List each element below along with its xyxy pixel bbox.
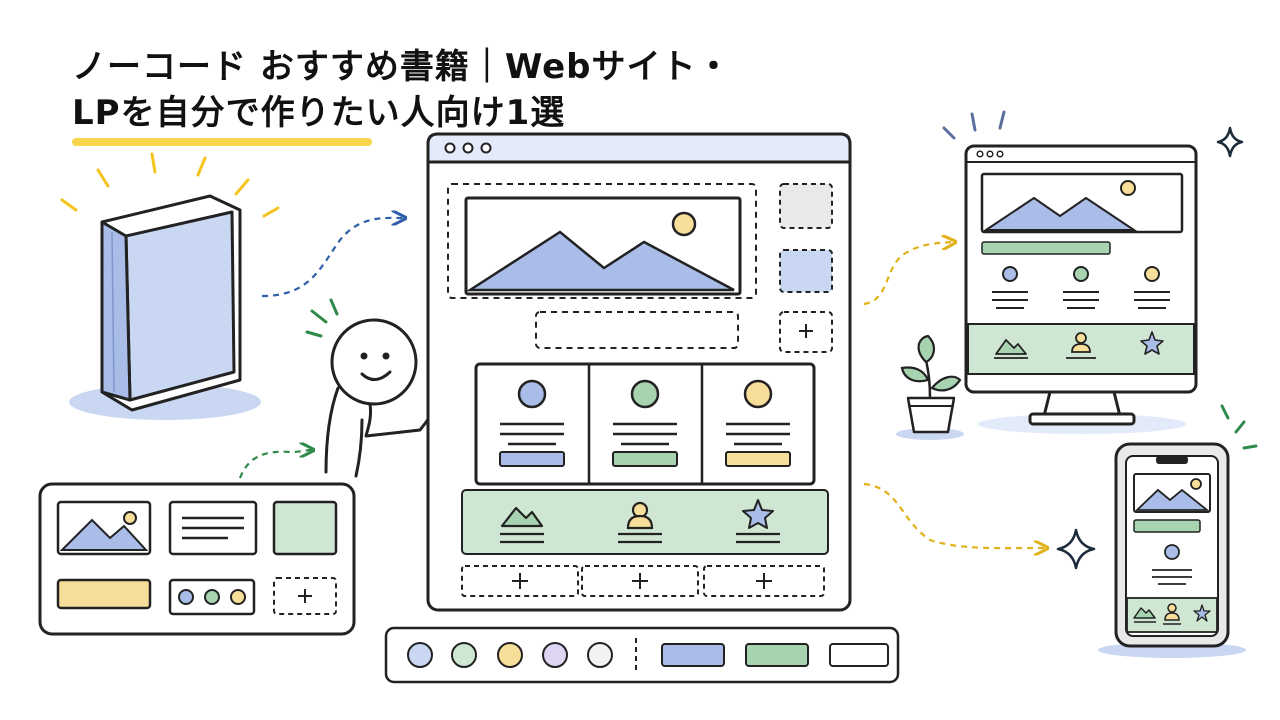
add-section-slot-1[interactable] bbox=[461, 565, 579, 597]
color-swatch-green[interactable] bbox=[451, 642, 477, 668]
side-slot-blue[interactable] bbox=[779, 249, 833, 293]
color-swatch-gray[interactable] bbox=[587, 642, 613, 668]
page-title: ノーコード おすすめ書籍｜Webサイト・ LPを自分で作りたい人向け1選 bbox=[72, 44, 832, 136]
palette-button-block[interactable] bbox=[56, 578, 152, 610]
page-editor-window bbox=[426, 132, 852, 612]
sparkle-icon bbox=[1056, 528, 1096, 570]
text-dropzone[interactable] bbox=[535, 311, 739, 349]
color-swatch-lavender[interactable] bbox=[542, 642, 568, 668]
book-spine bbox=[100, 220, 132, 402]
book-cover bbox=[124, 210, 236, 402]
palette-image-block[interactable] bbox=[56, 500, 152, 556]
book-icon bbox=[60, 152, 280, 420]
component-palette bbox=[38, 482, 356, 636]
potted-plant-icon bbox=[896, 334, 964, 440]
person-head bbox=[330, 318, 418, 406]
phone-glow-rays bbox=[1220, 404, 1258, 450]
button-style-outline[interactable] bbox=[829, 643, 889, 667]
style-toolbar bbox=[384, 626, 900, 684]
add-section-slot-3[interactable] bbox=[703, 565, 825, 597]
book-glow-rays bbox=[60, 152, 280, 218]
color-swatch-yellow[interactable] bbox=[497, 642, 523, 668]
feature-card-3[interactable] bbox=[725, 379, 791, 467]
arrow-book-to-editor bbox=[261, 218, 404, 298]
palette-dots-block[interactable] bbox=[168, 578, 256, 616]
button-style-blue[interactable] bbox=[661, 643, 725, 667]
page-title-line-1: ノーコード おすすめ書籍｜Webサイト・ bbox=[72, 47, 732, 87]
page-title-line-2: LPを自分で作りたい人向け1選 bbox=[72, 93, 566, 133]
add-section-slot-2[interactable] bbox=[581, 565, 699, 597]
mountain-image-icon bbox=[500, 506, 544, 544]
arrow-palette-to-person bbox=[238, 450, 312, 479]
feature-card-2[interactable] bbox=[612, 379, 678, 467]
smartphone-icon bbox=[1098, 404, 1258, 658]
side-slot-gray[interactable] bbox=[779, 183, 833, 229]
desktop-glow-rays bbox=[942, 110, 1006, 140]
color-swatch-blue[interactable] bbox=[407, 642, 433, 668]
arrow-editor-to-phone bbox=[863, 482, 1046, 548]
editor-titlebar bbox=[426, 132, 852, 164]
desktop-monitor-icon bbox=[942, 110, 1198, 434]
palette-add-block[interactable] bbox=[273, 577, 337, 615]
user-icon bbox=[618, 501, 662, 544]
sparkle-icon bbox=[1216, 126, 1244, 158]
title-highlight-bar bbox=[72, 138, 372, 146]
side-slot-add[interactable] bbox=[779, 311, 833, 353]
palette-green-block[interactable] bbox=[272, 500, 338, 556]
palette-text-block[interactable] bbox=[168, 500, 258, 556]
feature-card-1[interactable] bbox=[499, 379, 565, 467]
star-icon bbox=[736, 499, 780, 544]
button-style-green[interactable] bbox=[745, 643, 809, 667]
arrow-editor-to-desktop bbox=[863, 242, 954, 306]
